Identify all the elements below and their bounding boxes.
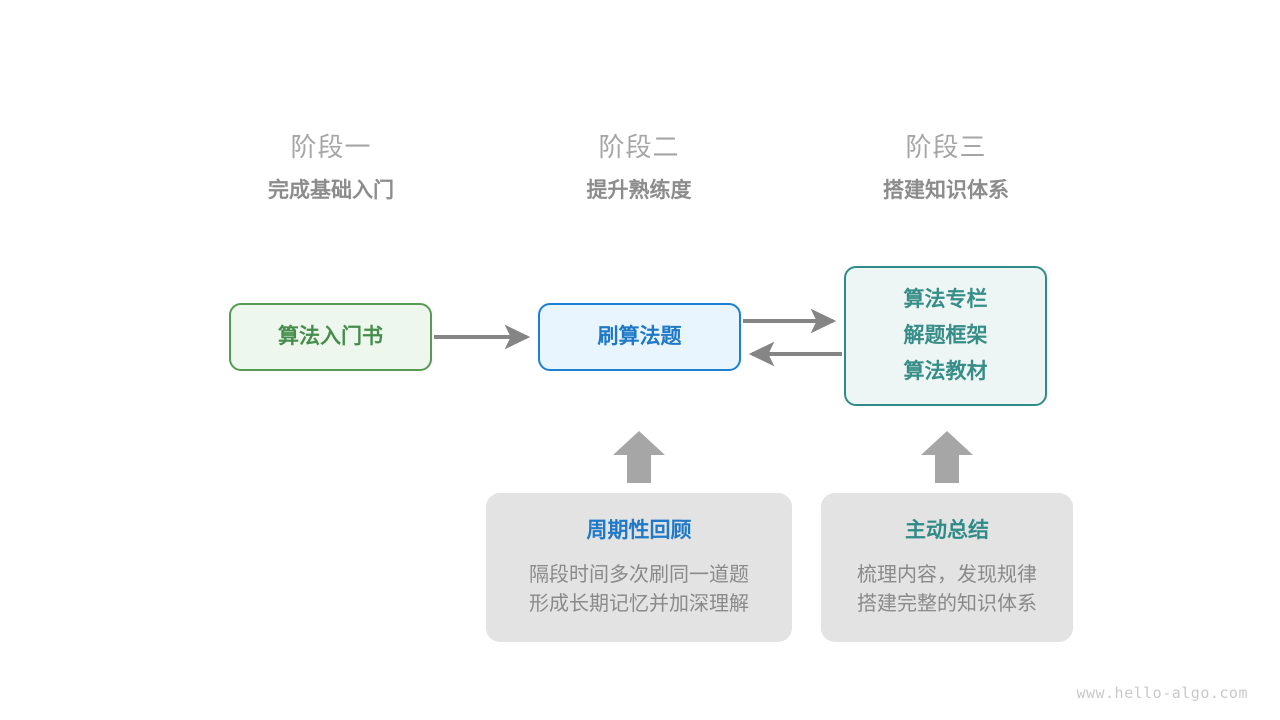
- phase-header-1: 阶段一 完成基础入门: [211, 130, 451, 206]
- tip-card-periodic-review-title: 周期性回顾: [586, 518, 692, 542]
- phase-header-3: 阶段三 搭建知识体系: [826, 130, 1066, 206]
- tip-card-periodic-review-line-1: 隔段时间多次刷同一道题: [529, 563, 749, 586]
- arrow-review-to-practice: [613, 431, 665, 483]
- node-knowledge-system-line-2: 解题框架: [903, 324, 988, 347]
- tip-card-periodic-review[interactable]: 周期性回顾 隔段时间多次刷同一道题 形成长期记忆并加深理解: [486, 493, 792, 642]
- tip-card-periodic-review-line-2: 形成长期记忆并加深理解: [529, 592, 749, 615]
- node-knowledge-system[interactable]: 算法专栏 解题框架 算法教材: [844, 266, 1047, 406]
- phase-header-2: 阶段二 提升熟练度: [519, 130, 759, 206]
- phase-3-subtitle: 搭建知识体系: [883, 179, 1009, 202]
- node-knowledge-system-line-1: 算法专栏: [903, 288, 988, 311]
- tip-card-active-summary-line-1: 梳理内容，发现规律: [857, 563, 1037, 586]
- arrow-summary-to-system: [921, 431, 973, 483]
- node-practice-problems-label: 刷算法题: [597, 325, 682, 348]
- phase-1-title: 阶段一: [290, 132, 372, 162]
- site-watermark: www.hello-algo.com: [1076, 684, 1248, 702]
- node-knowledge-system-line-3: 算法教材: [903, 360, 988, 383]
- tip-card-active-summary[interactable]: 主动总结 梳理内容，发现规律 搭建完整的知识体系: [821, 493, 1073, 642]
- node-algorithm-intro-book-label: 算法入门书: [278, 325, 383, 348]
- tip-card-active-summary-line-2: 搭建完整的知识体系: [857, 592, 1037, 615]
- node-algorithm-intro-book[interactable]: 算法入门书: [229, 303, 432, 371]
- phase-1-subtitle: 完成基础入门: [268, 179, 394, 202]
- phase-2-title: 阶段二: [598, 132, 680, 162]
- tip-card-active-summary-title: 主动总结: [905, 518, 989, 542]
- phase-3-title: 阶段三: [905, 132, 987, 162]
- phase-2-subtitle: 提升熟练度: [586, 179, 692, 202]
- node-practice-problems[interactable]: 刷算法题: [538, 303, 741, 371]
